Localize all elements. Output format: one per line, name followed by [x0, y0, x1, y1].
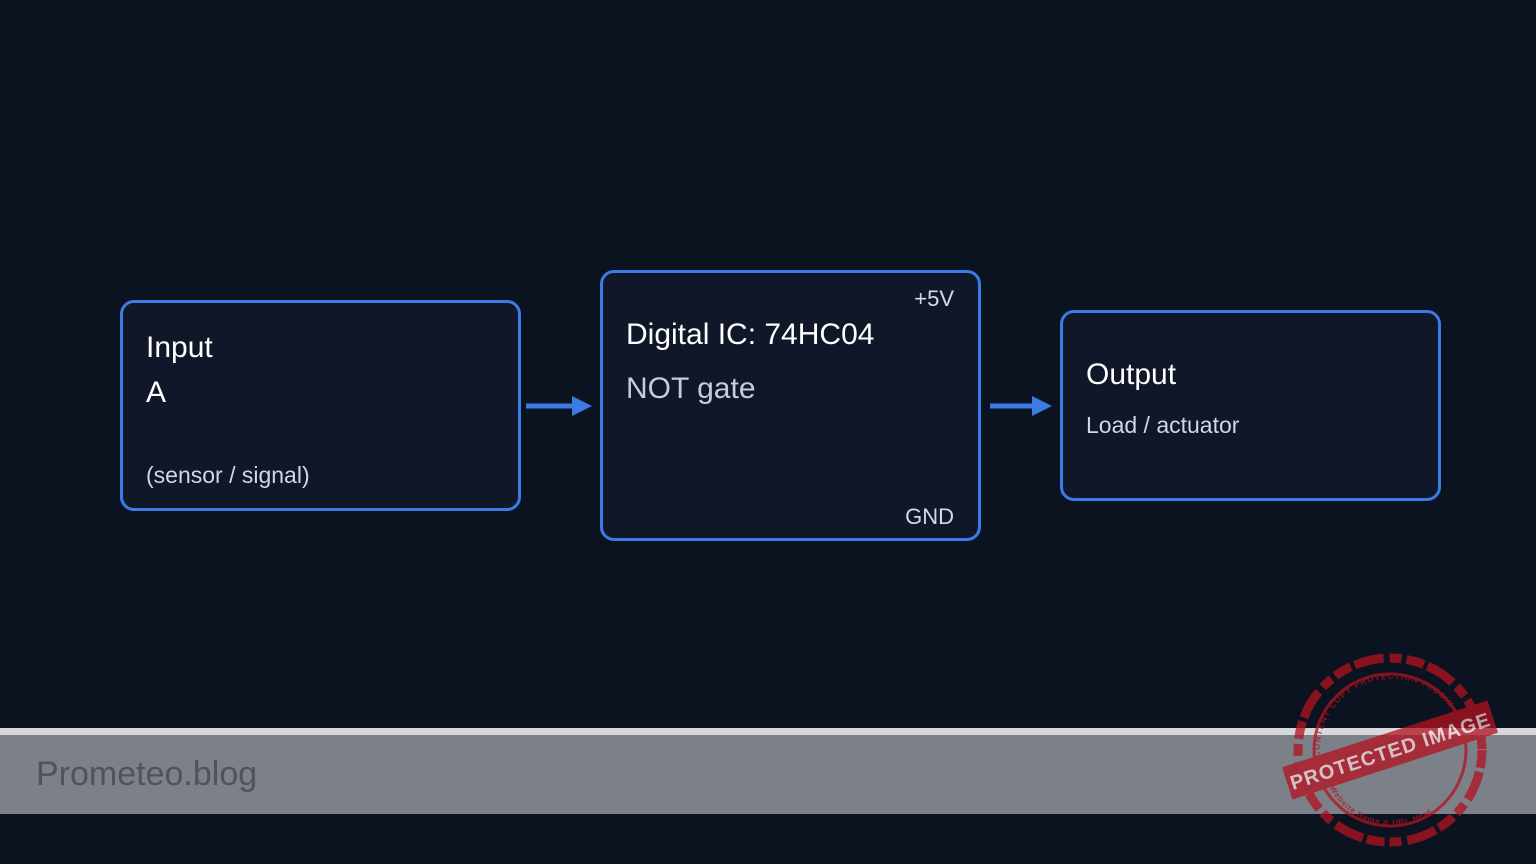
output-block: Output Load / actuator: [1060, 310, 1441, 501]
input-note: (sensor / signal): [146, 462, 310, 488]
vcc-pin-label: +5V: [914, 286, 954, 311]
arrow-input-to-ic: [526, 396, 592, 416]
ic-block: +5V Digital IC: 74HC04 NOT gate GND: [600, 270, 981, 541]
input-title: Input: [146, 331, 213, 364]
footer-divider: [0, 728, 1536, 735]
output-note: Load / actuator: [1086, 412, 1240, 438]
ic-title: Digital IC: 74HC04: [626, 318, 875, 351]
output-title: Output: [1086, 358, 1177, 391]
footer-band: Prometeo.blog: [0, 735, 1536, 814]
arrow-ic-to-output: [990, 396, 1052, 416]
protected-image-stamp: CONTENT COPY PROTECTION PLUGIN My Websit…: [1282, 653, 1498, 847]
footer-brand: Prometeo.blog: [36, 755, 258, 793]
input-signal-label: A: [146, 376, 167, 409]
input-block: Input A (sensor / signal): [120, 300, 521, 511]
gnd-pin-label: GND: [905, 504, 954, 529]
gate-type-label: NOT gate: [626, 372, 756, 405]
